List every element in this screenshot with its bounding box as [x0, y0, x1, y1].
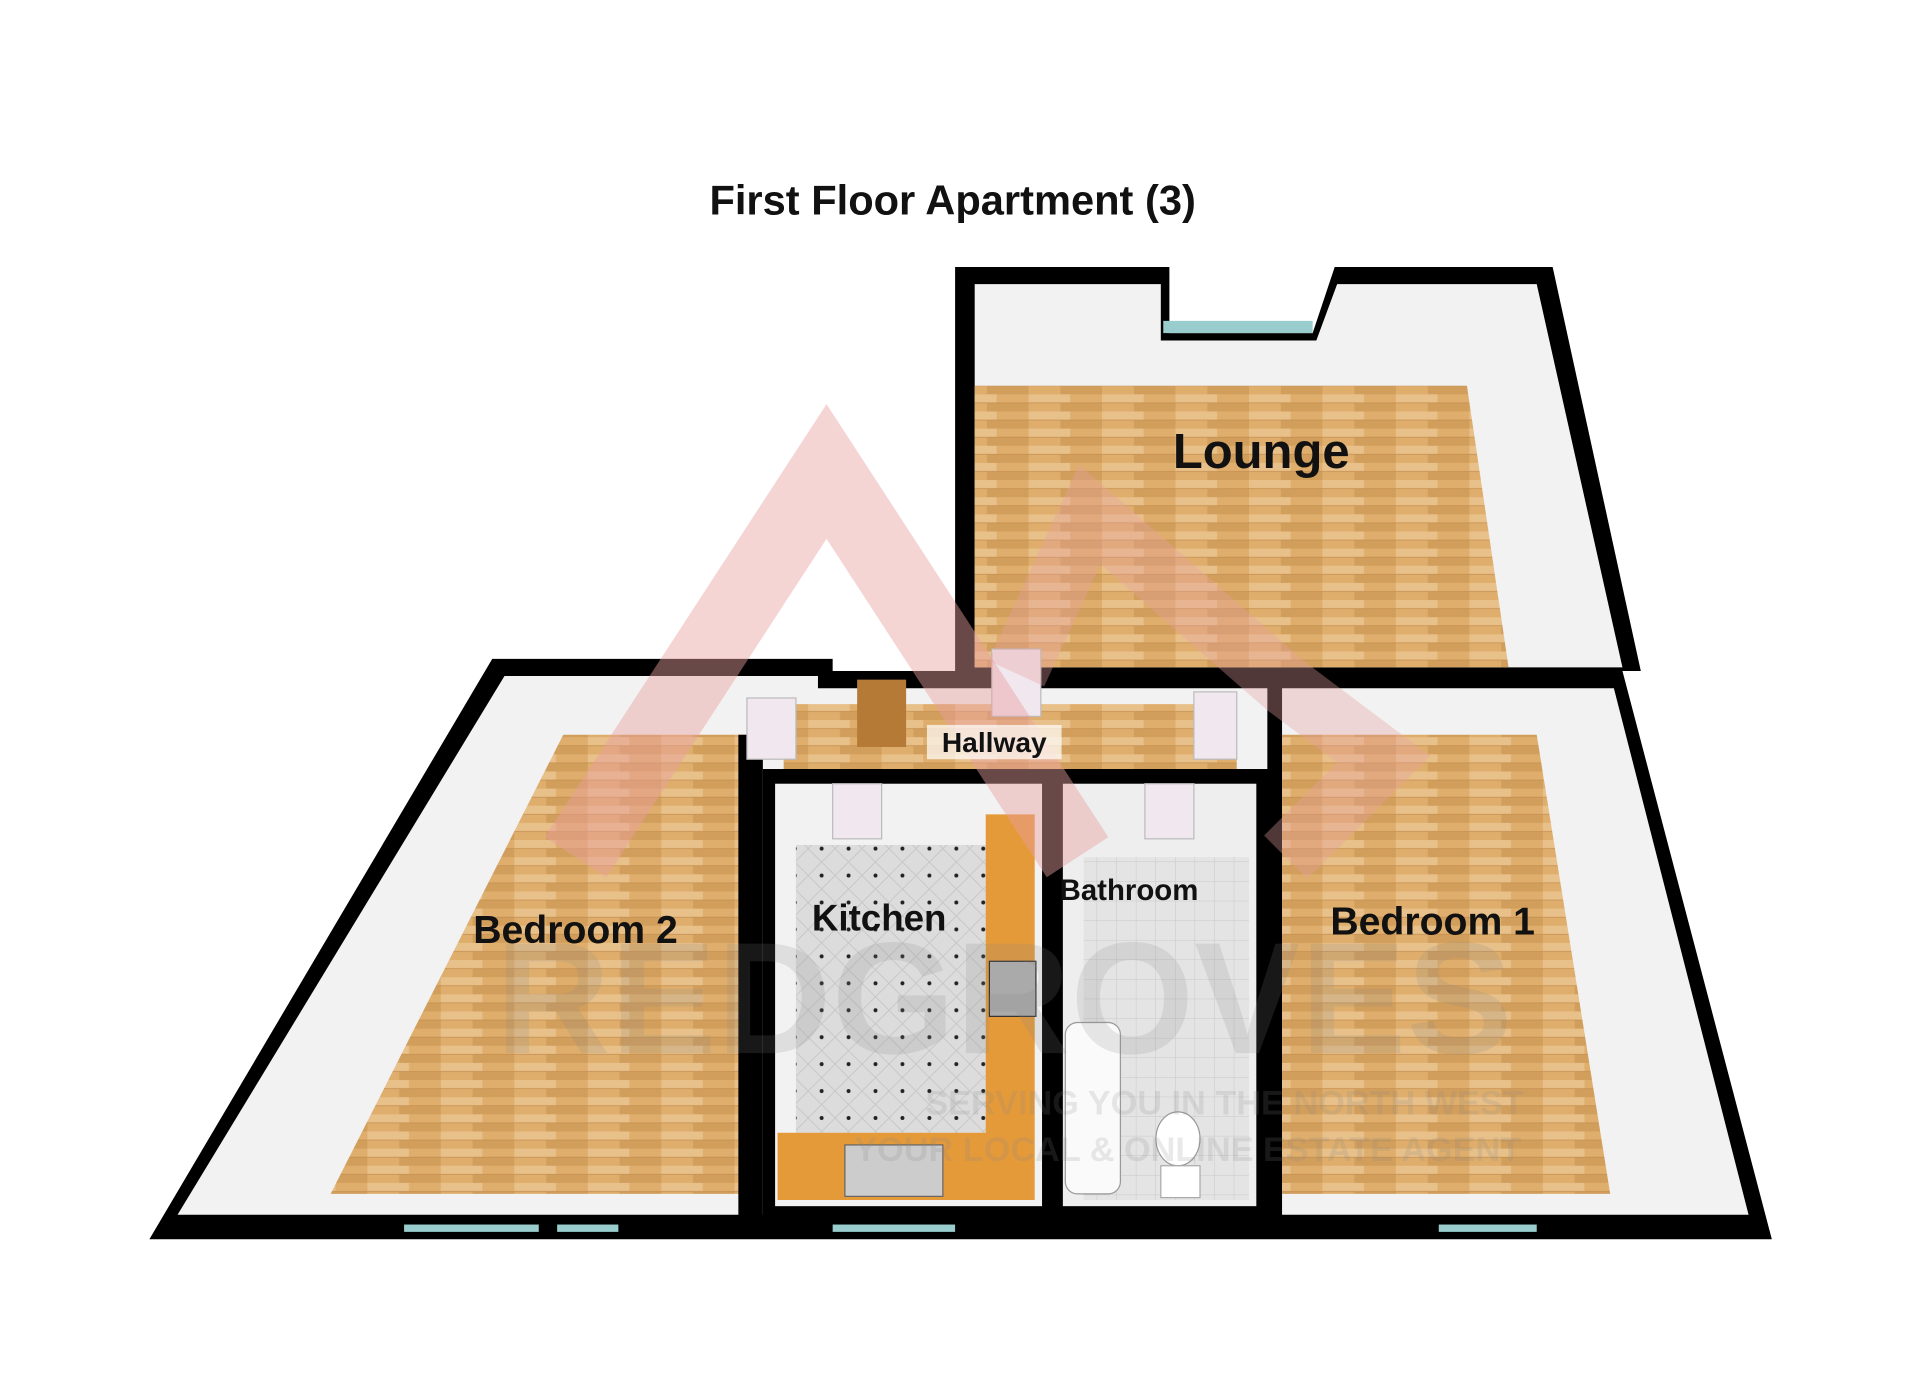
room-label-lounge: Lounge [1173, 425, 1350, 479]
room-label-bedroom1: Bedroom 1 [1330, 900, 1535, 943]
bedroom2-floor [330, 734, 747, 1194]
lounge-room [955, 266, 1641, 672]
watermark-line2: YOUR LOCAL & ONLINE ESTATE AGENT [854, 1131, 1521, 1169]
watermark-line1: SERVING YOU IN THE NORTH WEST [925, 1084, 1524, 1122]
sink-icon [844, 1144, 944, 1197]
room-label-hallway: Hallway [942, 727, 1047, 758]
bath-icon [1064, 1021, 1122, 1195]
watermark-logo-text: REDGROVES [496, 909, 1513, 1087]
kitchen-room [762, 769, 1051, 1216]
windows [404, 1224, 1537, 1232]
bedroom1-floor [1282, 734, 1611, 1194]
room-label-kitchen: Kitchen [812, 898, 947, 939]
kitchen-counter [777, 814, 1035, 1201]
room-label-bedroom2: Bedroom 2 [473, 909, 678, 952]
room-label-bathroom: Bathroom [1060, 874, 1199, 907]
doors [746, 648, 1238, 840]
plan-title: First Floor Apartment (3) [709, 176, 1195, 223]
lounge-door [991, 648, 1042, 717]
front-door [857, 679, 907, 747]
window [1163, 320, 1313, 334]
hob-icon [988, 960, 1037, 1017]
bathroom-room [1046, 769, 1274, 1216]
